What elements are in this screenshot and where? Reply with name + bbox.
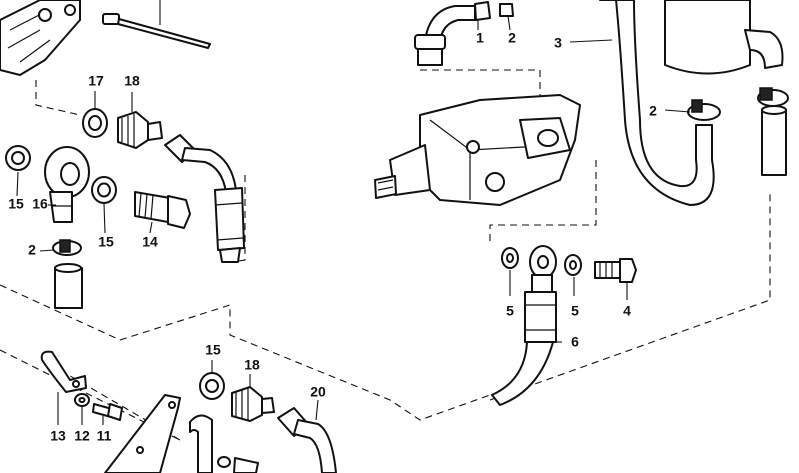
callout-2c: 2 — [28, 242, 36, 258]
callout-11: 11 — [97, 428, 112, 444]
bolt-14 — [134, 191, 191, 229]
callout-5b: 5 — [571, 303, 579, 319]
callout-17: 17 — [88, 73, 104, 89]
callout-2a: 2 — [508, 30, 516, 46]
washer-15a — [5, 145, 31, 171]
leader-3 — [569, 39, 613, 43]
callout-4: 4 — [623, 303, 631, 319]
clamp-2b-left — [687, 99, 721, 121]
dashed-route-top — [231, 175, 246, 263]
callout-20: 20 — [310, 384, 326, 400]
adapter-18b — [231, 386, 275, 422]
callout-3: 3 — [554, 35, 562, 51]
hose-right-stub — [761, 105, 787, 176]
hose-upper-left — [164, 134, 245, 263]
callout-14: 14 — [142, 234, 158, 250]
filter-canister — [664, 0, 784, 75]
leader-14 — [149, 221, 153, 234]
adapter-18a — [117, 111, 163, 149]
leader-2b — [664, 109, 691, 113]
pump-body — [374, 94, 581, 206]
cable-tie — [102, 0, 211, 49]
dashed-route-lower — [0, 349, 181, 441]
callout-15a: 15 — [8, 196, 24, 212]
callout-18a: 18 — [124, 73, 140, 89]
callout-1: 1 — [476, 30, 484, 46]
callout-13: 13 — [50, 428, 66, 444]
banjo-16 — [44, 146, 90, 223]
bracket-lower — [104, 394, 259, 473]
bolt-4 — [594, 258, 637, 283]
washer-5a — [501, 247, 519, 269]
washer-15b — [91, 176, 117, 204]
leader-2c — [39, 249, 55, 252]
hose-20 — [277, 407, 337, 473]
banjo-6 — [491, 245, 557, 406]
callout-2b: 2 — [649, 103, 657, 119]
leader-20 — [315, 399, 319, 421]
callout-16: 16 — [32, 196, 48, 212]
callout-18b: 18 — [244, 357, 260, 373]
callout-12: 12 — [74, 428, 90, 444]
leader-15b — [103, 203, 106, 234]
washer-12 — [74, 393, 90, 407]
dashed-route-pump — [420, 69, 597, 245]
callout-15c: 15 — [205, 342, 221, 358]
leader-15a — [16, 171, 19, 197]
callout-15b: 15 — [98, 234, 114, 250]
screw-11 — [92, 403, 123, 421]
hose-3 — [599, 0, 715, 206]
hose-stub — [54, 263, 83, 309]
leader-2a — [507, 15, 511, 31]
washer-15c — [199, 372, 225, 400]
hose-top-center — [414, 1, 514, 66]
washer-17 — [82, 108, 108, 138]
washer-5b — [564, 254, 582, 276]
dashed-route-main — [0, 80, 491, 421]
bracket-13 — [40, 350, 87, 393]
mounting-block — [0, 0, 81, 76]
callout-5a: 5 — [506, 303, 514, 319]
clamp-2c — [52, 239, 82, 256]
clamp-2b-right — [757, 87, 789, 107]
callout-6: 6 — [571, 334, 579, 350]
dashed-route-right — [489, 190, 771, 401]
